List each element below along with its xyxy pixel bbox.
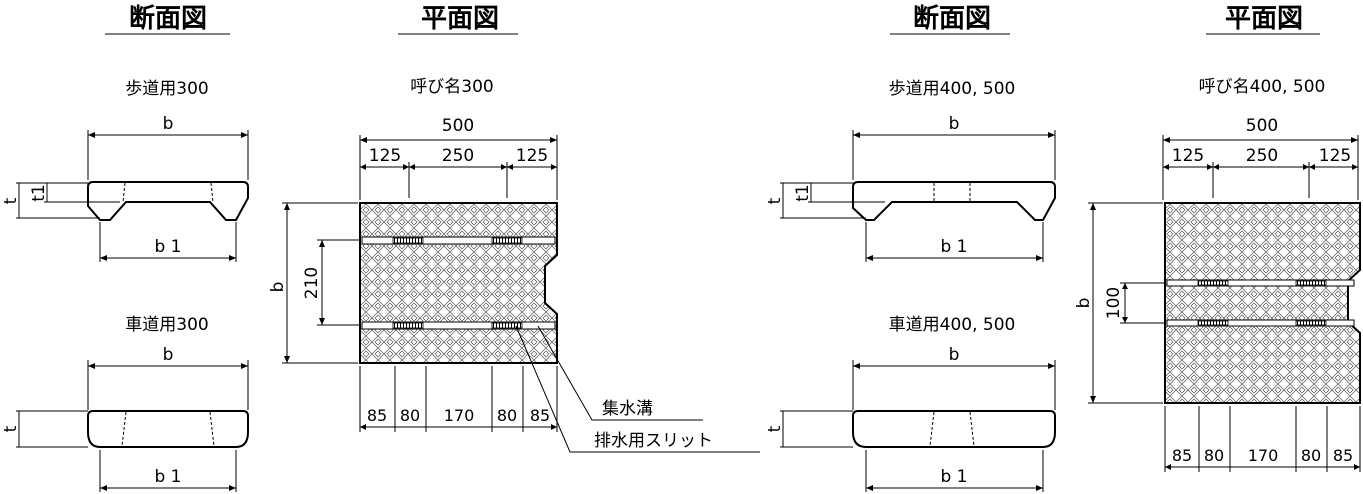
right-plan-channel-top <box>1166 279 1355 287</box>
right-plan-group: 呼び名400, 500 500 125 250 125 b 100 <box>1074 77 1361 472</box>
callout-collection-channel: 集水溝 <box>602 399 653 419</box>
right-plan-dim-top-3: 125 <box>1319 146 1351 166</box>
left-plan-dim-top-2: 250 <box>442 146 474 166</box>
callout-drainage-slit: 排水用スリット <box>594 431 713 451</box>
right-plan-subtitle: 呼び名400, 500 <box>1199 77 1326 97</box>
left-plan-channel-top <box>361 236 556 245</box>
left-plan-channel-bottom <box>361 321 556 330</box>
left-sidewalk-dim-t1: t1 <box>29 184 49 201</box>
right-section-group: 断面図 平面図 歩道用400, 500 b t t1 b 1 車道用400, 5… <box>765 3 1320 492</box>
right-plan-dim-bottom-1: 85 <box>1172 446 1192 465</box>
right-roadway-section-shape <box>852 410 1056 448</box>
left-sidewalk-label: 歩道用300 <box>125 79 208 99</box>
right-plan-dim-bottom-3: 170 <box>1248 446 1279 465</box>
left-plan-dim-b: b <box>268 282 288 293</box>
left-plan-dim-bottom-5: 85 <box>530 406 550 425</box>
right-roadway-label: 車道用400, 500 <box>889 315 1016 335</box>
left-sidewalk-dim-b: b <box>163 114 174 134</box>
left-plan-slit <box>491 237 523 244</box>
left-sidewalk-dim-t: t <box>1 197 21 204</box>
right-plan-channel-bottom <box>1166 319 1355 327</box>
right-plan-slit <box>1295 320 1327 326</box>
right-plan-dim-bottom-4: 80 <box>1301 446 1321 465</box>
left-section-group: 断面図 平面図 歩道用300 b t t1 b 1 車道用300 b <box>1 3 518 492</box>
left-plan-dim-bottom-1: 85 <box>367 406 387 425</box>
left-plan-dim-total: 500 <box>442 116 474 136</box>
left-sidewalk-section-shape <box>87 181 249 221</box>
left-plan-dim-bottom-3: 170 <box>444 406 475 425</box>
right-roadway-dim-b1: b 1 <box>940 467 967 487</box>
right-plan-dim-top-2: 250 <box>1246 146 1278 166</box>
left-section-title: 断面図 <box>129 3 207 34</box>
right-section-title: 断面図 <box>913 3 991 34</box>
right-sidewalk-section-shape <box>852 181 1056 221</box>
right-plan-dim-top-1: 125 <box>1172 146 1204 166</box>
left-plan-title: 平面図 <box>421 4 499 34</box>
left-plan-dim-bottom-2: 80 <box>400 406 420 425</box>
right-sidewalk-label: 歩道用400, 500 <box>889 79 1016 99</box>
right-plan-dim-b: b <box>1074 298 1094 309</box>
right-plan-title: 平面図 <box>1225 4 1303 34</box>
right-roadway-dim-b: b <box>949 345 960 365</box>
left-sidewalk-dim-b1: b 1 <box>154 237 181 257</box>
left-plan-dim-top-1: 125 <box>369 146 401 166</box>
right-roadway-dim-t: t <box>765 425 785 432</box>
left-roadway-dim-t: t <box>1 425 21 432</box>
left-plan-subtitle: 呼び名300 <box>410 77 493 97</box>
left-plan-dim-side: 210 <box>302 267 322 299</box>
right-plan-grate <box>1164 202 1361 404</box>
left-roadway-dim-b: b <box>163 345 174 365</box>
right-sidewalk-dim-b: b <box>949 114 960 134</box>
left-plan-slit <box>392 322 424 329</box>
left-roadway-dim-b1: b 1 <box>154 467 181 487</box>
right-plan-dim-bottom-2: 80 <box>1204 446 1224 465</box>
right-sidewalk-dim-t1: t1 <box>793 184 813 201</box>
right-plan-dim-side: 100 <box>1104 287 1124 319</box>
left-plan-slit <box>392 237 424 244</box>
right-plan-dim-total: 500 <box>1246 116 1278 136</box>
left-plan-group: 呼び名300 500 125 250 125 b 210 <box>268 77 760 453</box>
right-plan-slit <box>1295 280 1327 286</box>
left-plan-slit <box>491 322 523 329</box>
left-plan-dim-bottom-4: 80 <box>497 406 517 425</box>
left-plan-grate <box>359 202 558 364</box>
left-plan-dim-top-3: 125 <box>516 146 548 166</box>
right-plan-slit <box>1197 320 1229 326</box>
left-roadway-section-shape <box>87 410 249 448</box>
left-roadway-label: 車道用300 <box>125 315 208 335</box>
right-plan-dim-bottom-5: 85 <box>1333 446 1353 465</box>
right-sidewalk-dim-t: t <box>765 197 785 204</box>
right-plan-slit <box>1197 280 1229 286</box>
right-sidewalk-dim-b1: b 1 <box>940 237 967 257</box>
